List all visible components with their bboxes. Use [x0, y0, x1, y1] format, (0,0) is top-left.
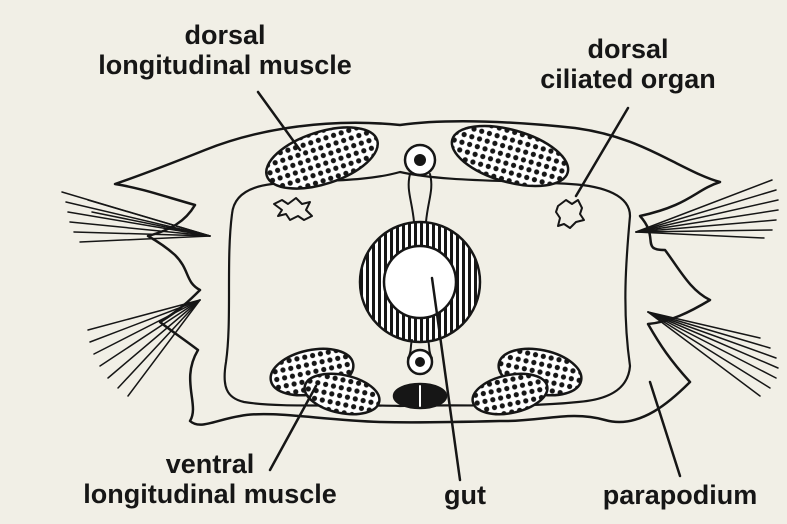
dorsal-ciliated-organ-right: [556, 200, 584, 228]
dorsal-mesentery: [409, 174, 432, 222]
label-line-1: ventral: [60, 449, 360, 479]
label-gut: gut: [430, 480, 500, 510]
dorsal-blood-vessel-lumen: [414, 154, 426, 166]
label-line-1: dorsal: [518, 34, 738, 64]
gut-lumen: [384, 246, 456, 318]
dorsal-longitudinal-muscle-left: [259, 115, 385, 200]
leader-dorsal-longitudinal-muscle: [258, 92, 300, 150]
dorsal-ciliated-organ-left: [274, 198, 312, 220]
label-line-2: longitudinal muscle: [80, 50, 370, 80]
label-dorsal-longitudinal-muscle: dorsal longitudinal muscle: [80, 20, 370, 80]
label-line-2: longitudinal muscle: [60, 479, 360, 509]
label-parapodium: parapodium: [590, 480, 770, 510]
leader-dorsal-ciliated-organ: [576, 108, 628, 196]
label-dorsal-ciliated-organ: dorsal ciliated organ: [518, 34, 738, 94]
label-ventral-longitudinal-muscle: ventral longitudinal muscle: [60, 449, 360, 509]
label-line-1: dorsal: [80, 20, 370, 50]
label-line-2: ciliated organ: [518, 64, 738, 94]
chaetae-upper-left: [62, 192, 210, 242]
chaetae-lower-left: [88, 300, 200, 396]
ventral-blood-vessel-lumen: [415, 357, 425, 367]
